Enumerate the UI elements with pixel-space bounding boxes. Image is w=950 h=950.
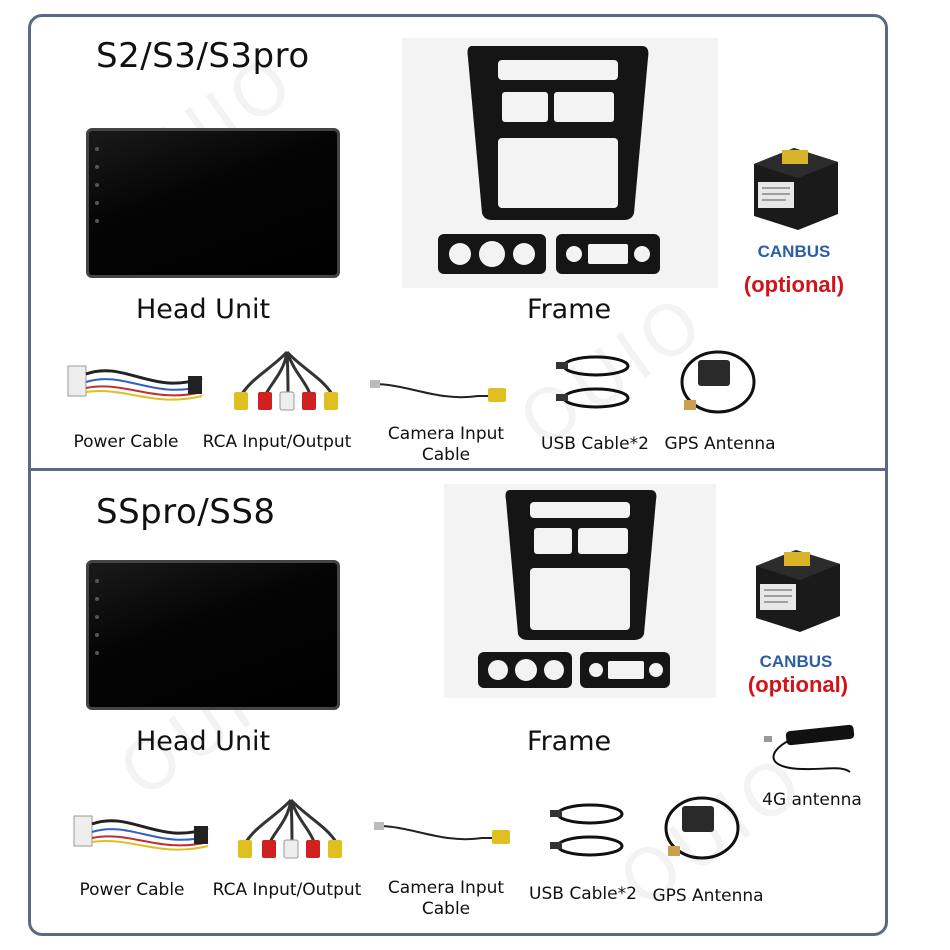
rca-cable-image [238,798,342,859]
4g-antenna-image [764,724,855,773]
section-title: SSpro/SS8 [96,492,276,532]
gps-antenna-image [664,796,740,860]
usb-cable-label: USB Cable*2 [541,434,649,454]
rca-cable-image [234,350,338,411]
side-buttons-icon [95,147,99,223]
usb-cable-image [556,355,630,409]
4g-antenna-label: 4G antenna [762,790,862,810]
optional-label: (optional) [747,672,849,697]
optional-label: (optional) [743,272,845,297]
frame-image [444,484,716,698]
power-cable-label: Power Cable [79,880,185,900]
rca-cable-label: RCA Input/Output [212,880,362,900]
canbus-label: CANBUS [759,652,833,671]
power-cable-image [67,365,203,401]
camera-cable-label: Camera Input Cable [387,424,505,465]
canbus-box-image [754,148,838,230]
camera-cable-image [370,380,506,402]
frame-image [402,38,718,288]
gps-antenna-label: GPS Antenna [664,434,776,454]
head-unit-label: Head Unit [136,294,271,325]
canbus-box-image [756,550,840,632]
head-unit-image [86,560,340,710]
power-cable-label: Power Cable [73,432,179,452]
head-unit-label: Head Unit [136,726,271,757]
section-title: S2/S3/S3pro [96,36,310,76]
usb-cable-image [550,803,624,857]
section-divider [31,468,888,471]
canbus-label: CANBUS [757,242,831,261]
frame-label: Frame [527,726,612,757]
camera-cable-label: Camera Input Cable [387,878,505,919]
side-buttons-icon [95,579,99,655]
usb-cable-label: USB Cable*2 [529,884,637,904]
camera-cable-image [374,822,510,844]
gps-antenna-image [680,350,756,414]
frame-label: Frame [527,294,612,325]
power-cable-image [73,815,209,851]
head-unit-image [86,128,340,278]
gps-antenna-label: GPS Antenna [652,886,764,906]
rca-cable-label: RCA Input/Output [202,432,352,452]
